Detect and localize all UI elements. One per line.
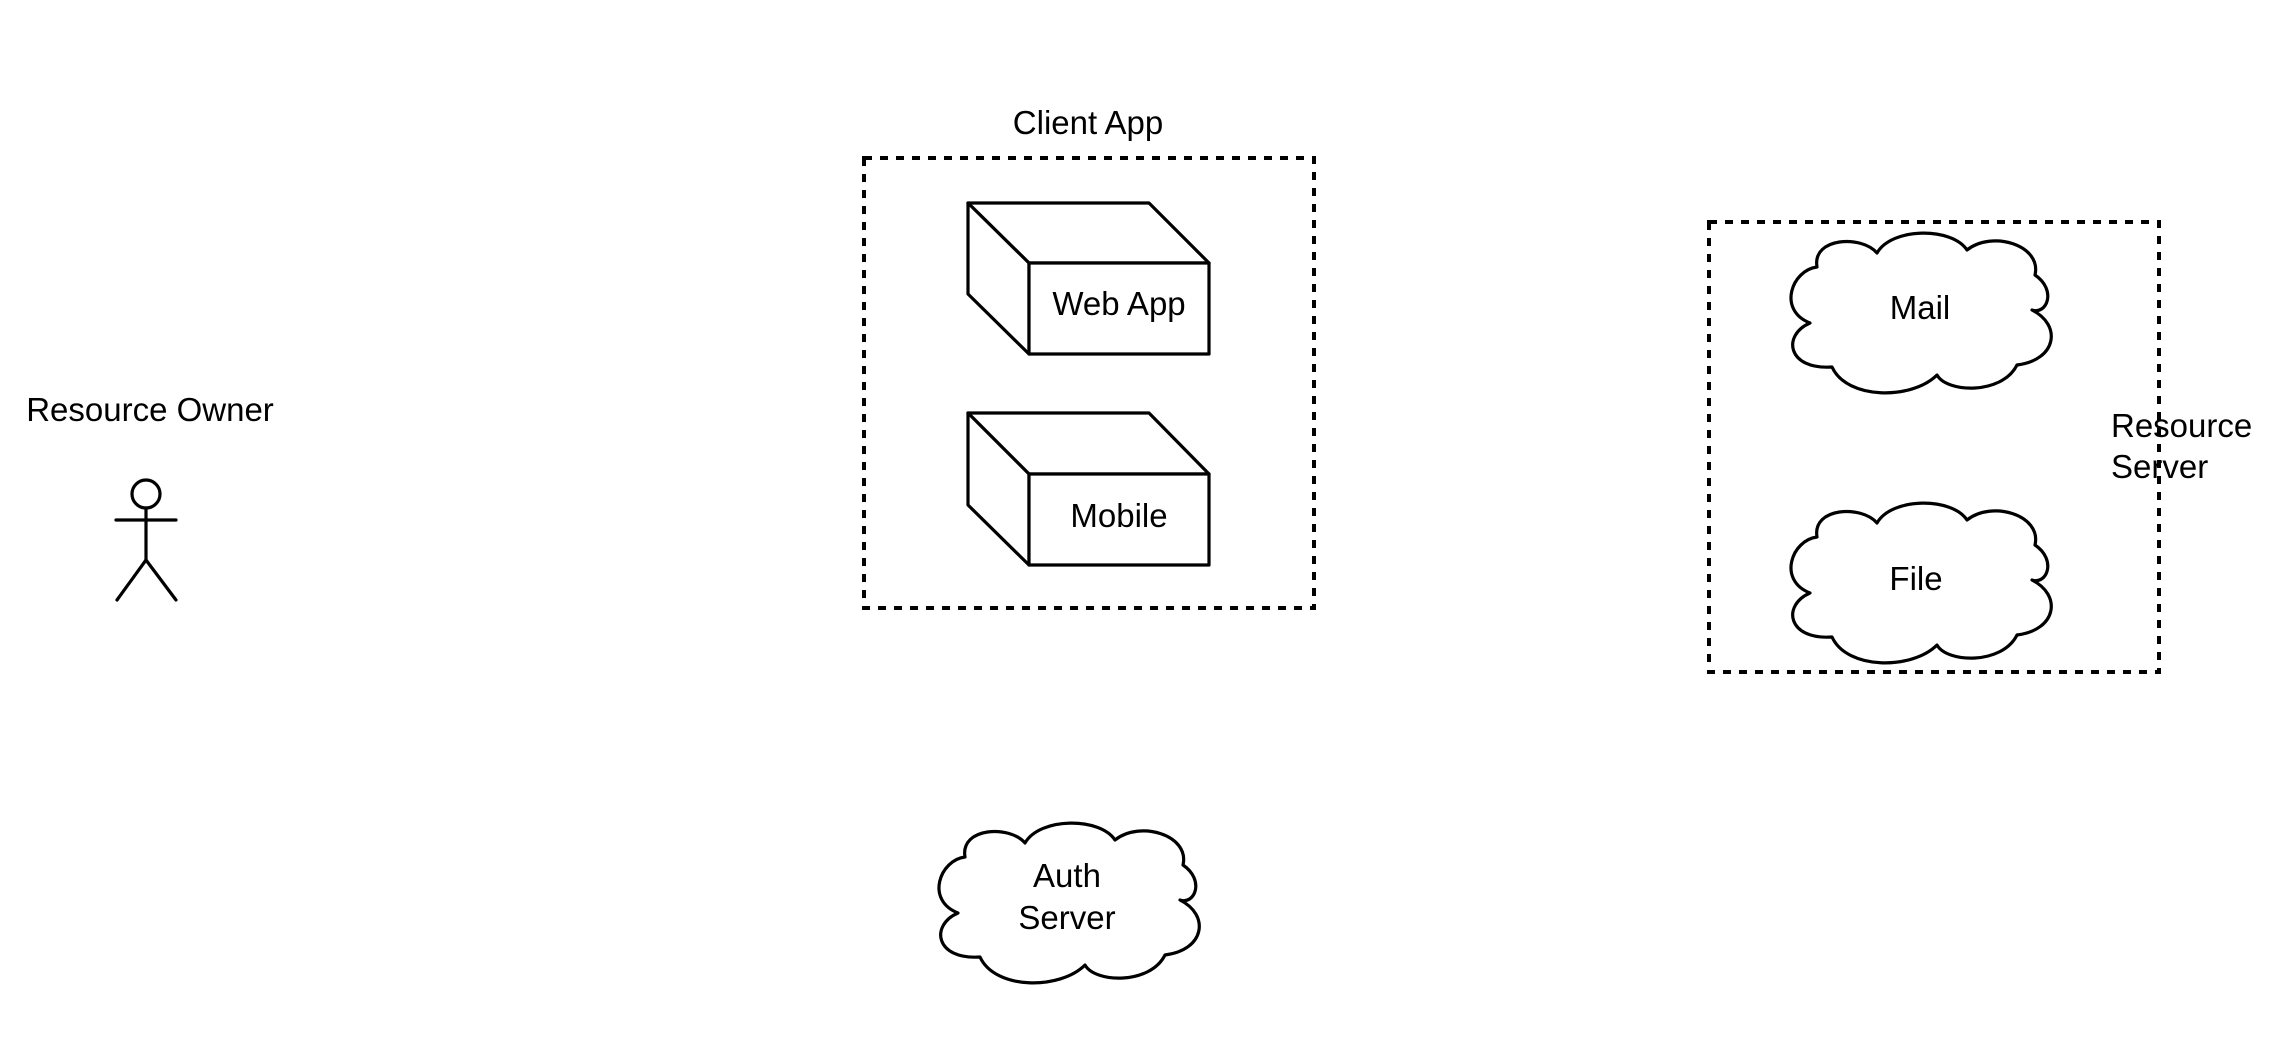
client-app-boundary [862,156,1316,610]
web-app-node: Web App [966,201,1211,356]
file-label: File [1889,560,1942,597]
mobile-node: Mobile [966,411,1211,567]
file-service-cloud: File [1789,501,2053,665]
mail-service-cloud: Mail [1789,231,2053,395]
resource-server-boundary [1707,220,2161,674]
auth-server-label-line2: Server [1018,899,1115,936]
stick-figure-icon [114,478,178,602]
client-app-label: Client App [1013,104,1163,141]
web-app-label: Web App [1052,285,1185,322]
mobile-label: Mobile [1070,497,1167,534]
resource-server-label-line2: Server [2111,448,2208,485]
resource-server-label-line1: Resource [2111,407,2252,444]
resource-owner-label: Resource Owner [26,391,274,428]
resource-owner: Resource Owner [26,391,274,602]
mail-label: Mail [1890,289,1951,326]
auth-server-label-line1: Auth [1033,857,1101,894]
auth-server-cloud: Auth Server [937,821,1201,985]
client-app-group: Client App Web App Mobile [862,104,1316,610]
resource-server-group: Mail File Resource Server [1707,220,2252,674]
